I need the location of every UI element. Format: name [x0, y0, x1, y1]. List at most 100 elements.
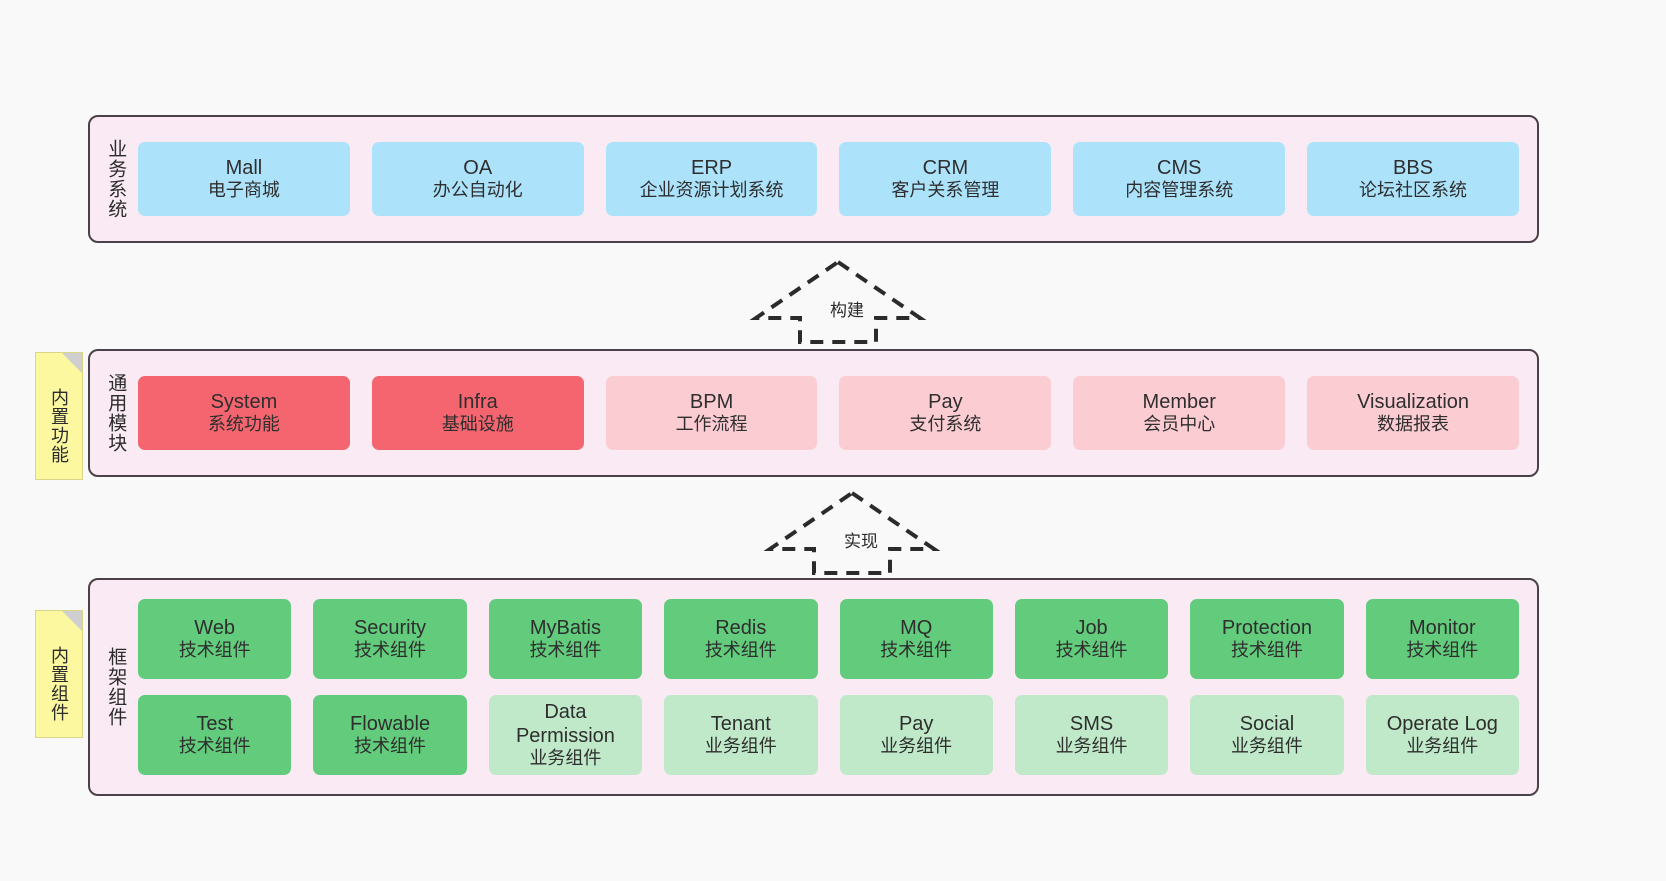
layer-common-body: System 系统功能 Infra 基础设施 BPM 工作流程 Pay 支付系统… [134, 351, 1537, 475]
card-subtitle: 工作流程 [675, 414, 748, 435]
card-erp[interactable]: ERP 企业资源计划系统 [605, 142, 818, 216]
card-mq[interactable]: MQ 技术组件 [839, 599, 993, 679]
card-title: Monitor [1408, 616, 1476, 639]
card-subtitle: 数据报表 [1377, 414, 1450, 435]
common-card-row: System 系统功能 Infra 基础设施 BPM 工作流程 Pay 支付系统… [138, 376, 1519, 450]
business-card-row: Mall 电子商城 OA 办公自动化 ERP 企业资源计划系统 CRM 客户关系… [138, 142, 1519, 216]
card-subtitle: 业务组件 [529, 748, 602, 769]
card-sms[interactable]: SMS 业务组件 [1014, 695, 1169, 775]
card-title: Pay [928, 390, 963, 413]
layer-framework-label: 框架组件 [105, 647, 127, 727]
card-title: Infra [457, 390, 498, 413]
card-subtitle: 技术组件 [1055, 640, 1128, 661]
card-subtitle: 技术组件 [1230, 640, 1303, 661]
card-subtitle: 技术组件 [1406, 640, 1479, 661]
card-subtitle: 技术组件 [880, 640, 953, 661]
card-test[interactable]: Test 技术组件 [138, 695, 292, 775]
card-system[interactable]: System 系统功能 [138, 376, 350, 450]
card-data-permission[interactable]: Data Permission 业务组件 [488, 695, 643, 775]
card-subtitle: 技术组件 [178, 640, 251, 661]
card-title: Social [1239, 712, 1295, 735]
card-bbs[interactable]: BBS 论坛社区系统 [1307, 142, 1519, 216]
card-tenant[interactable]: Tenant 业务组件 [664, 695, 818, 775]
card-cms[interactable]: CMS 内容管理系统 [1073, 142, 1286, 216]
layer-framework-body: Web 技术组件 Security 技术组件 MyBatis 技术组件 Redi… [134, 580, 1537, 794]
card-title: Operate Log [1386, 712, 1498, 735]
card-operate-log[interactable]: Operate Log 业务组件 [1365, 695, 1519, 775]
note-builtin-functions: 内置功能 [35, 352, 83, 480]
card-oa[interactable]: OA 办公自动化 [371, 142, 584, 216]
card-title: System [210, 390, 278, 413]
connector-implement-label: 实现 [844, 532, 878, 551]
connector-implement-arrow: 实现 [763, 489, 941, 575]
layer-business-label: 业务系统 [105, 139, 127, 219]
card-title: Data Permission [515, 700, 615, 748]
card-title: MyBatis [529, 616, 601, 639]
card-subtitle: 业务组件 [1406, 736, 1479, 757]
layer-business-systems: 业务系统 Mall 电子商城 OA 办公自动化 ERP 企业资源计划系统 CRM [88, 115, 1539, 243]
connector-build-label: 构建 [830, 301, 864, 320]
layer-common-label: 通用模块 [105, 373, 127, 453]
card-subtitle: 业务组件 [704, 736, 777, 757]
card-member[interactable]: Member 会员中心 [1073, 376, 1286, 450]
card-monitor[interactable]: Monitor 技术组件 [1365, 599, 1519, 679]
card-bpm[interactable]: BPM 工作流程 [605, 376, 818, 450]
card-title: Member [1142, 390, 1216, 413]
card-redis[interactable]: Redis 技术组件 [664, 599, 818, 679]
card-subtitle: 电子商城 [207, 180, 280, 201]
card-subtitle: 办公自动化 [432, 180, 523, 201]
card-subtitle: 企业资源计划系统 [639, 180, 784, 201]
card-job[interactable]: Job 技术组件 [1014, 599, 1169, 679]
card-subtitle: 技术组件 [354, 640, 427, 661]
card-subtitle: 论坛社区系统 [1359, 180, 1468, 201]
card-title: Security [353, 616, 427, 639]
card-title: Flowable [350, 712, 431, 735]
card-title: Web [194, 616, 236, 639]
card-title: Mall [225, 156, 263, 179]
card-title: ERP [691, 156, 733, 179]
card-mybatis[interactable]: MyBatis 技术组件 [488, 599, 643, 679]
card-web[interactable]: Web 技术组件 [138, 599, 292, 679]
card-title: OA [463, 156, 493, 179]
build-arrow-shape [749, 259, 927, 344]
card-visualization[interactable]: Visualization 数据报表 [1307, 376, 1519, 450]
card-subtitle: 基础设施 [441, 414, 514, 435]
card-security[interactable]: Security 技术组件 [313, 599, 467, 679]
card-title: CRM [922, 156, 969, 179]
card-title: Test [196, 712, 234, 735]
card-title: Job [1075, 616, 1108, 639]
framework-business-row: Test 技术组件 Flowable 技术组件 Data Permission … [138, 695, 1519, 775]
layer-business-body: Mall 电子商城 OA 办公自动化 ERP 企业资源计划系统 CRM 客户关系… [134, 117, 1537, 241]
card-subtitle: 客户关系管理 [891, 180, 1000, 201]
framework-tech-row: Web 技术组件 Security 技术组件 MyBatis 技术组件 Redi… [138, 599, 1519, 679]
card-title: Tenant [710, 712, 771, 735]
card-crm[interactable]: CRM 客户关系管理 [839, 142, 1052, 216]
card-title: Pay [898, 712, 934, 735]
card-title: Protection [1221, 616, 1312, 639]
layer-framework-components: 框架组件 Web 技术组件 Security 技术组件 MyBatis 技术组件… [88, 578, 1539, 796]
card-flowable[interactable]: Flowable 技术组件 [313, 695, 467, 775]
implement-arrow-shape [763, 490, 941, 575]
card-infra[interactable]: Infra 基础设施 [371, 376, 584, 450]
card-pay[interactable]: Pay 支付系统 [839, 376, 1052, 450]
note-label: 内置组件 [49, 646, 69, 722]
card-title: Redis [715, 616, 767, 639]
card-mall[interactable]: Mall 电子商城 [138, 142, 350, 216]
card-title: Visualization [1357, 390, 1470, 413]
card-title: BPM [689, 390, 734, 413]
layer-common-modules: 通用模块 System 系统功能 Infra 基础设施 BPM 工作流程 Pay [88, 349, 1539, 477]
card-title: MQ [900, 616, 933, 639]
note-builtin-components: 内置组件 [35, 610, 83, 738]
card-pay-component[interactable]: Pay 业务组件 [839, 695, 993, 775]
card-subtitle: 会员中心 [1143, 414, 1216, 435]
card-subtitle: 业务组件 [1055, 736, 1128, 757]
card-subtitle: 业务组件 [880, 736, 953, 757]
card-subtitle: 支付系统 [909, 414, 982, 435]
card-subtitle: 技术组件 [529, 640, 602, 661]
card-title: BBS [1393, 156, 1434, 179]
card-subtitle: 技术组件 [178, 736, 251, 757]
card-protection[interactable]: Protection 技术组件 [1190, 599, 1344, 679]
card-social[interactable]: Social 业务组件 [1190, 695, 1344, 775]
note-label: 内置功能 [49, 388, 69, 464]
